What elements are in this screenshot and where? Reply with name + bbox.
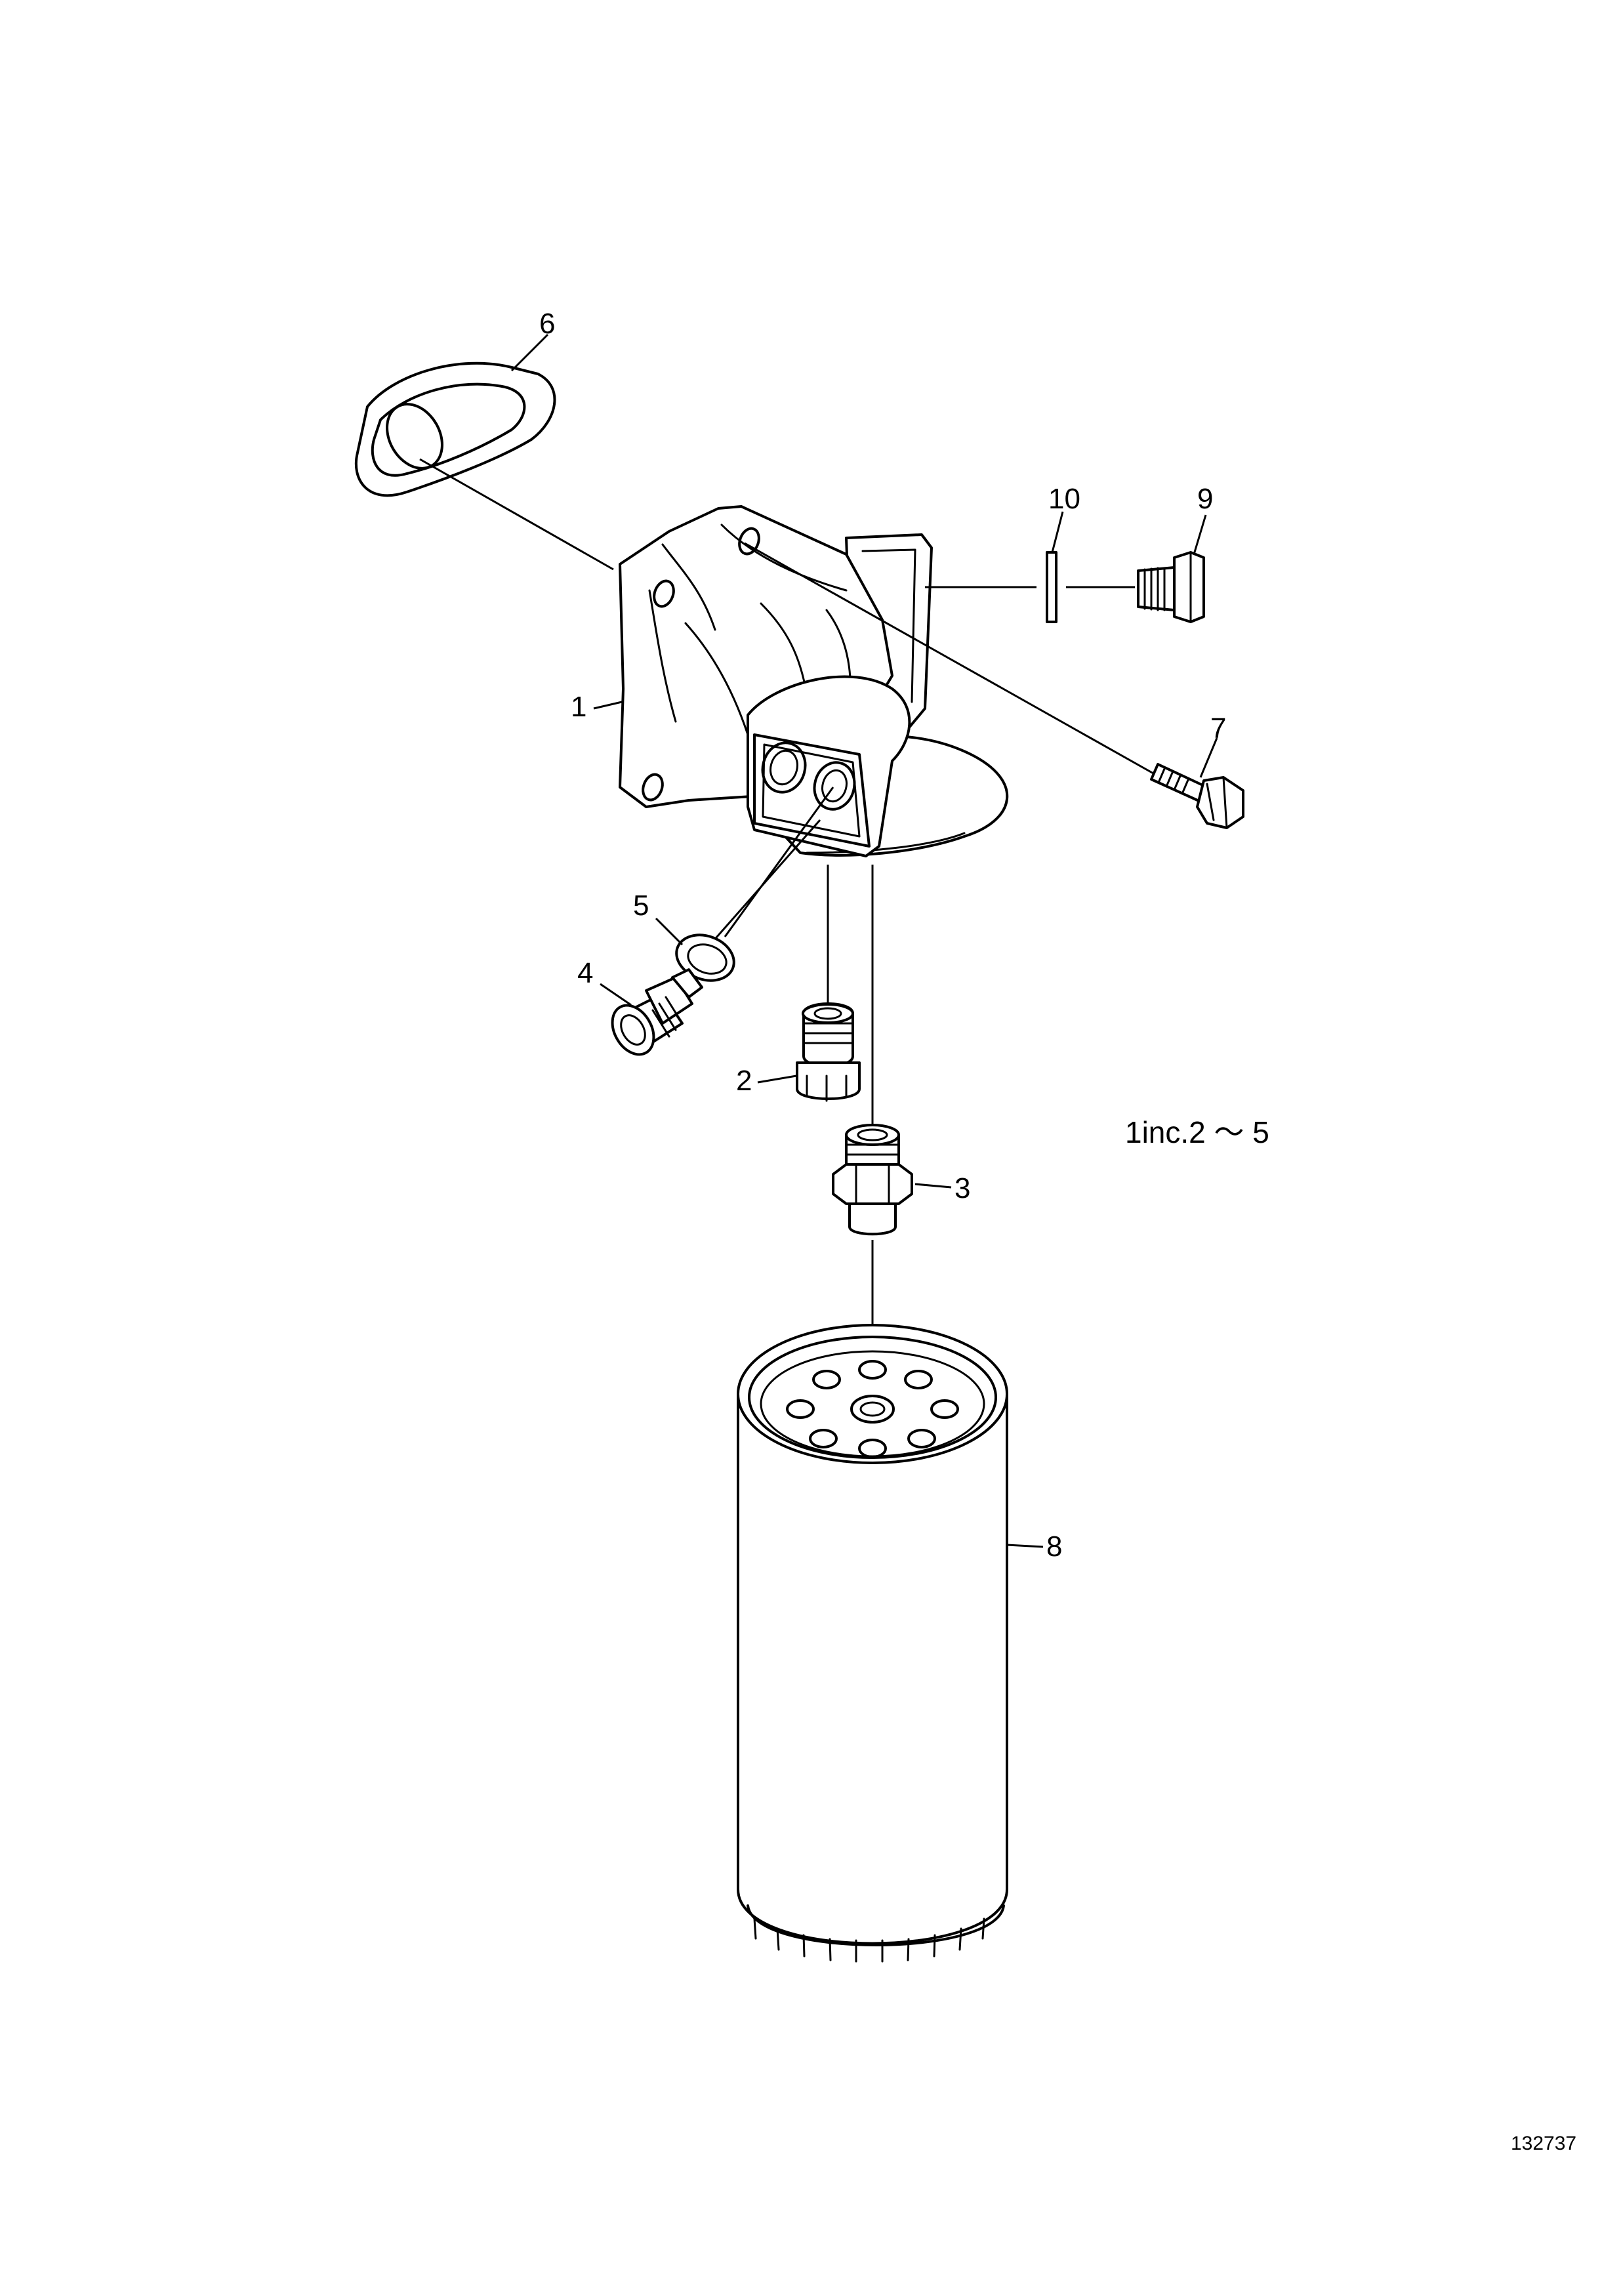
callout-9: 9 xyxy=(1197,483,1213,515)
gasket-part-6 xyxy=(354,361,556,497)
o-ring-part-5 xyxy=(675,933,735,982)
leader-1 xyxy=(593,701,623,710)
leader-6 xyxy=(510,333,549,372)
leader-4 xyxy=(600,983,632,1006)
callout-4: 4 xyxy=(577,957,593,989)
plug-part-9 xyxy=(1137,551,1205,623)
leader-2 xyxy=(757,1075,797,1084)
leader-3 xyxy=(914,1183,952,1189)
nipple-part-3 xyxy=(832,1124,913,1236)
leader-9 xyxy=(1193,514,1207,555)
callout-1: 1 xyxy=(571,691,586,723)
leader-7 xyxy=(1199,737,1218,778)
filter-cartridge-part-8 xyxy=(737,1324,1008,1963)
filter-housing-part-1 xyxy=(619,505,1008,857)
bolt-part-7 xyxy=(1150,763,1244,829)
callout-8: 8 xyxy=(1046,1530,1062,1563)
callout-7: 7 xyxy=(1210,712,1226,745)
callout-10: 10 xyxy=(1048,483,1080,515)
assembly-line-7 xyxy=(744,542,1155,775)
assembly-note: 1inc.2 ～ 5 xyxy=(1125,1115,1269,1149)
fitting-part-2 xyxy=(796,1002,861,1102)
assembly-line-6 xyxy=(419,458,614,571)
callout-6: 6 xyxy=(539,308,555,340)
callout-3: 3 xyxy=(954,1172,970,1204)
figure-number: 132737 xyxy=(1511,2133,1576,2154)
callout-2: 2 xyxy=(736,1065,752,1097)
washer-part-10 xyxy=(1046,551,1057,623)
leader-10 xyxy=(1051,511,1064,553)
callout-5: 5 xyxy=(633,890,649,922)
assembly-line-5 xyxy=(724,787,834,937)
leader-5 xyxy=(655,917,684,946)
leader-8 xyxy=(1006,1544,1044,1548)
adapter-part-4 xyxy=(611,968,703,1056)
